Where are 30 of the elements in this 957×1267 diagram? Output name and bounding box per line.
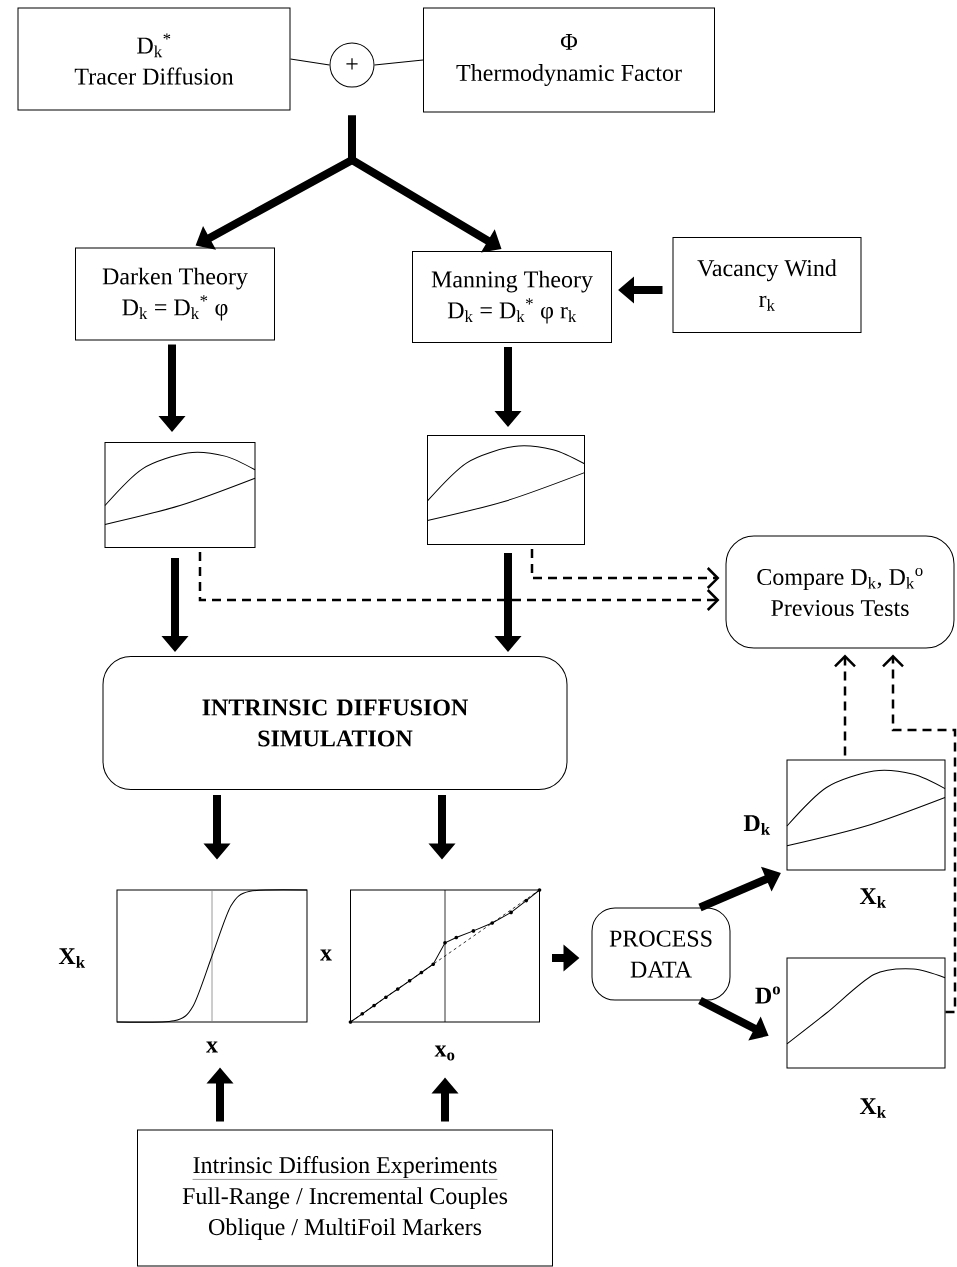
axis-label: X$_{k}$ (859, 888, 887, 908)
axis-label: D$_{k}$ (743, 815, 771, 835)
process-box: Darken Theory D$_{k}$ = D$_{k}$$^{*}$ φ (75, 247, 275, 341)
arrow (834, 654, 856, 756)
process-box: Vacancy Wind r$_{k}$ (672, 237, 862, 333)
process-box: Compare D$_{k}$, D$_{k}$o Previous Tests (725, 535, 955, 649)
plot-drawing (104, 442, 256, 548)
axis-label: X$_{k}$ (58, 948, 86, 968)
arrow (198, 552, 720, 611)
plot-drawing (786, 759, 946, 871)
process-box: D$_{k}$* Tracer Diffusion (17, 7, 291, 111)
axis-label: D$^{o}$ (755, 986, 780, 1004)
process-box: PROCESS DATA (591, 907, 731, 1001)
process-box: INTRINSIC DIFFUSION SIMULATION (102, 656, 568, 790)
arrow (882, 654, 957, 1014)
axis-label: x$_{o}$ (434, 1045, 455, 1061)
axis-label: x (320, 949, 332, 961)
process-box: Φ Thermodynamic Factor (423, 7, 715, 113)
arrow (698, 866, 781, 912)
line (374, 59, 424, 66)
line (290, 58, 330, 66)
plot-drawing (427, 435, 585, 545)
process-box: Manning Theory D$_{k}$ = D$_{k}$$^{*}$ φ r$_{k}$ (412, 251, 612, 343)
process-box: Intrinsic Diffusion Experiments Full-Range / Incremental Couples Oblique / MultiFoil Markers (137, 1129, 553, 1267)
plot-drawing (348, 888, 542, 1024)
arrow (530, 549, 720, 589)
axis-label: X$_{k}$ (859, 1098, 887, 1118)
plot-drawing (786, 957, 946, 1069)
plot-drawing (116, 889, 308, 1023)
axis-label: x (206, 1041, 218, 1053)
